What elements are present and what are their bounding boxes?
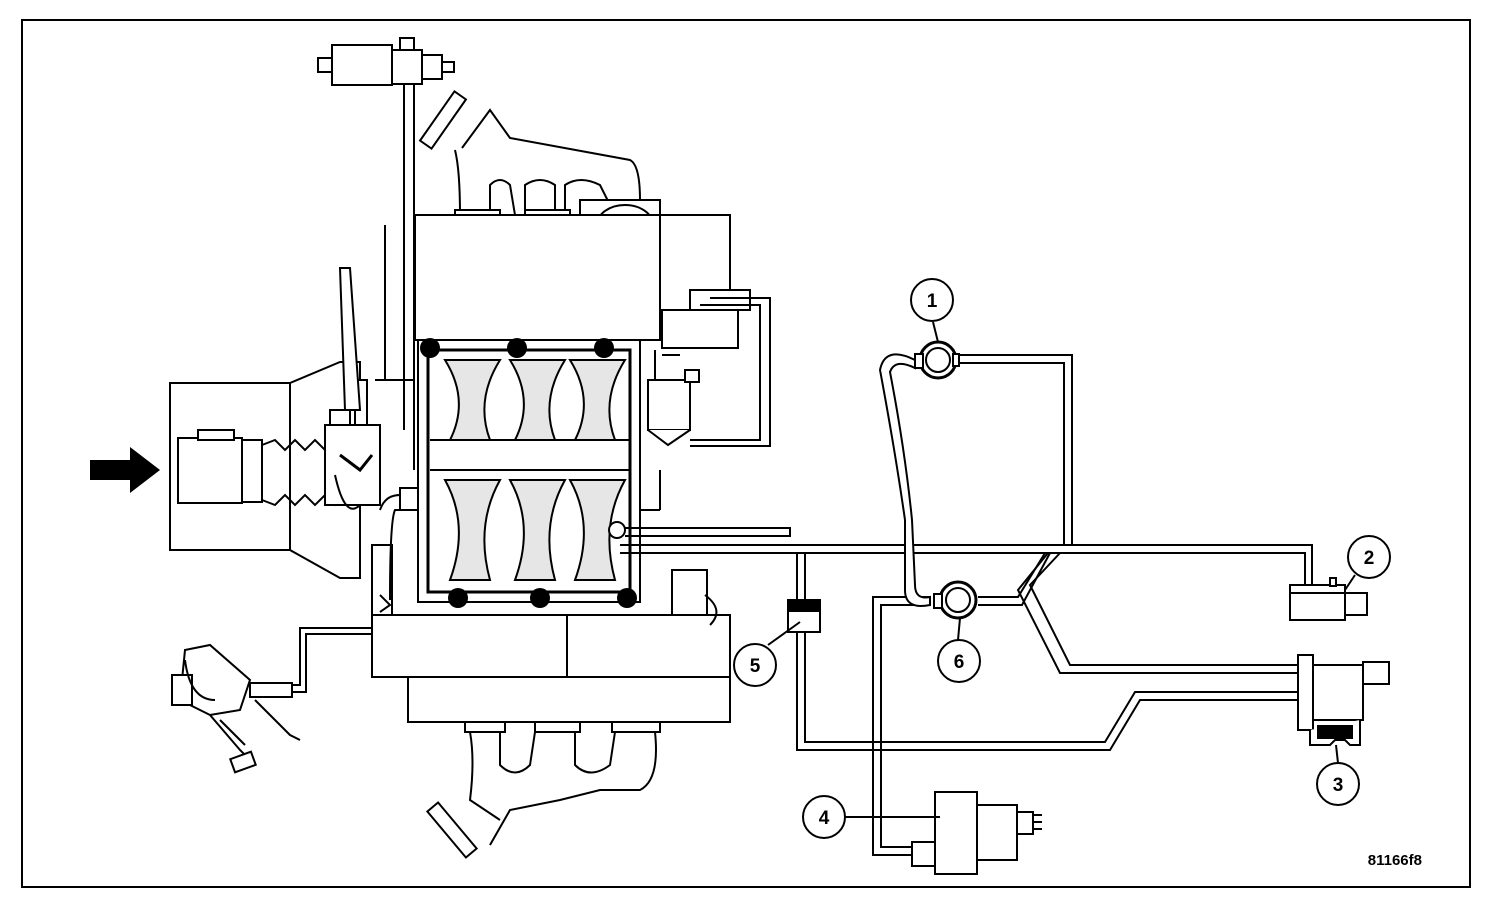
callout-1: 1: [910, 278, 954, 322]
top-solenoid: [317, 37, 455, 470]
intake-riser-pipe: [338, 267, 362, 411]
pcv-fitting: [399, 487, 419, 511]
egr-valve: [640, 289, 771, 511]
pump-part-4: [911, 791, 1042, 875]
callout-5: 5: [733, 643, 777, 687]
intake-manifold: [417, 338, 641, 608]
valve-part-1: [914, 340, 960, 380]
sensor-part-2: [1289, 577, 1368, 621]
callout-6-label: 6: [954, 652, 965, 673]
callout-2: 2: [1347, 535, 1391, 579]
callout-6: 6: [937, 639, 981, 683]
valve-part-3: [1297, 654, 1390, 746]
airflow-arrow-icon: [90, 447, 160, 493]
engine-block-lower: [371, 544, 731, 723]
callout-5-label: 5: [750, 656, 761, 677]
figure-id: 81166f8: [1368, 852, 1422, 869]
callout-4: 4: [802, 795, 846, 839]
callout-3-label: 3: [1333, 775, 1344, 796]
valve-part-6: [933, 580, 978, 620]
callout-2-label: 2: [1364, 548, 1375, 569]
vapor-hose-1-6: [878, 353, 931, 607]
diagram-frame: [21, 19, 1471, 888]
callout-3: 3: [1316, 762, 1360, 806]
purge-solenoid-left: [171, 627, 372, 774]
callout-1-label: 1: [927, 291, 938, 312]
lower-exhaust-manifold: [425, 721, 661, 859]
vapor-lines: [620, 354, 1313, 856]
callout-4-label: 4: [819, 808, 830, 829]
callouts: [767, 321, 1356, 818]
